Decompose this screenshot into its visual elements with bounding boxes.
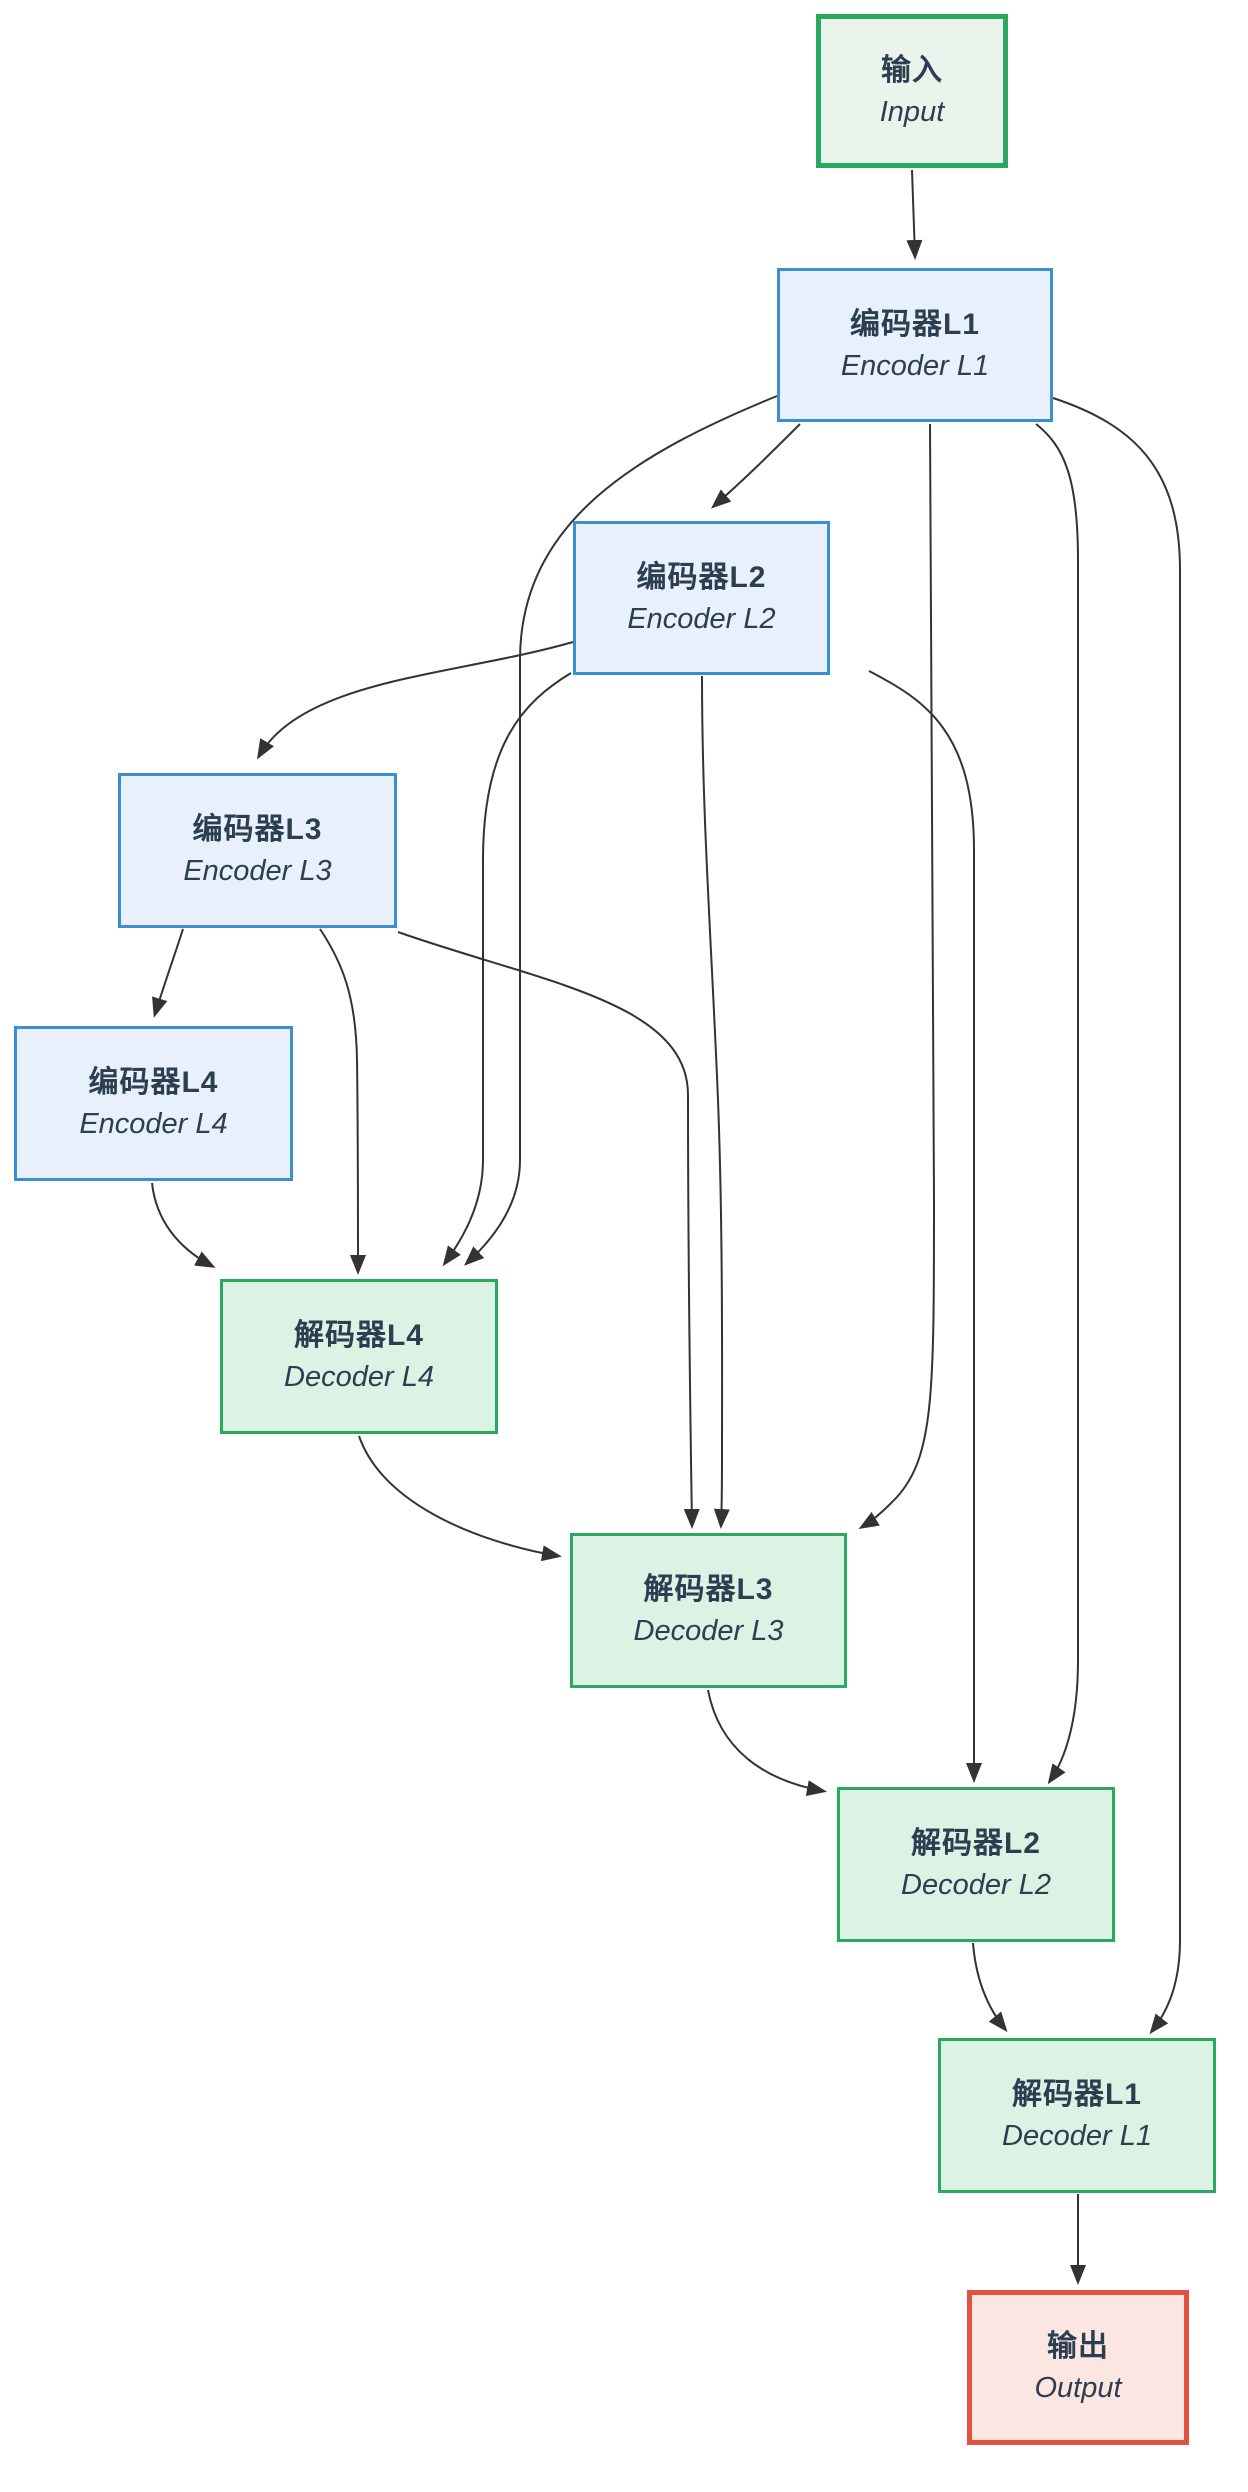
edge-dec4-dec3 [358, 1435, 562, 1562]
node-encoder-l3-label-zh: 编码器L3 [192, 813, 323, 846]
node-decoder-l4-label-zh: 解码器L4 [293, 1319, 424, 1352]
edge-enc1-dec1 [1052, 397, 1182, 2035]
node-output-label-en: Output [1034, 2372, 1122, 2404]
node-encoder-l2-label-zh: 编码器L2 [636, 560, 767, 594]
node-decoder-l1: 解码器L1 Decoder L1 [938, 2038, 1216, 2193]
node-encoder-l4-label-en: Encoder L4 [79, 1108, 228, 1140]
node-decoder-l1-label-zh: 解码器L1 [1011, 2078, 1142, 2111]
edge-enc3-dec4 [319, 928, 366, 1275]
node-decoder-l3-label-zh: 解码器L3 [643, 1573, 774, 1606]
node-encoder-l2: 编码器L2 Encoder L2 [573, 521, 830, 675]
node-input: 输入 Input [816, 14, 1008, 168]
node-decoder-l3: 解码器L3 Decoder L3 [570, 1533, 847, 1688]
edge-enc2-dec4 [442, 672, 572, 1267]
edge-enc2-dec3 [701, 675, 730, 1529]
node-encoder-l2-label-en: Encoder L2 [627, 602, 776, 635]
edge-dec2-dec1 [972, 1942, 1008, 2033]
edge-enc2-dec2 [868, 670, 983, 1783]
edge-enc1-dec2 [1035, 423, 1080, 1785]
node-encoder-l1-label-en: Encoder L1 [840, 349, 990, 382]
node-encoder-l1: 编码器L1 Encoder L1 [777, 268, 1053, 422]
node-encoder-l3: 编码器L3 Encoder L3 [118, 773, 397, 928]
edge-enc2-enc3 [256, 641, 574, 760]
node-input-label-en: Input [879, 95, 945, 128]
node-decoder-l1-label-en: Decoder L1 [1002, 2120, 1152, 2152]
edge-enc4-dec4 [151, 1182, 216, 1268]
node-decoder-l2-label-zh: 解码器L2 [910, 1827, 1041, 1860]
node-decoder-l2: 解码器L2 Decoder L2 [837, 1787, 1115, 1942]
node-encoder-l4-label-zh: 编码器L4 [88, 1066, 219, 1099]
edge-enc1-dec3 [858, 423, 936, 1530]
node-decoder-l4: 解码器L4 Decoder L4 [220, 1279, 498, 1434]
node-encoder-l3-label-en: Encoder L3 [183, 855, 332, 887]
node-output: 输出 Output [967, 2290, 1189, 2445]
node-decoder-l3-label-en: Decoder L3 [633, 1615, 784, 1647]
node-encoder-l1-label-zh: 编码器L1 [849, 307, 980, 341]
node-output-label-zh: 输出 [1047, 2330, 1109, 2363]
node-decoder-l4-label-en: Decoder L4 [284, 1361, 434, 1393]
node-decoder-l2-label-en: Decoder L2 [901, 1869, 1051, 1901]
edge-dec3-dec2 [707, 1689, 827, 1797]
node-encoder-l4: 编码器L4 Encoder L4 [14, 1026, 293, 1181]
edge-enc3-dec3 [397, 931, 700, 1529]
edge-enc1-enc2 [710, 423, 801, 509]
edge-enc3-enc4 [152, 928, 184, 1018]
node-input-label-zh: 输入 [881, 53, 943, 87]
edge-input-enc1 [906, 169, 923, 260]
edge-enc1-dec4 [464, 395, 778, 1266]
